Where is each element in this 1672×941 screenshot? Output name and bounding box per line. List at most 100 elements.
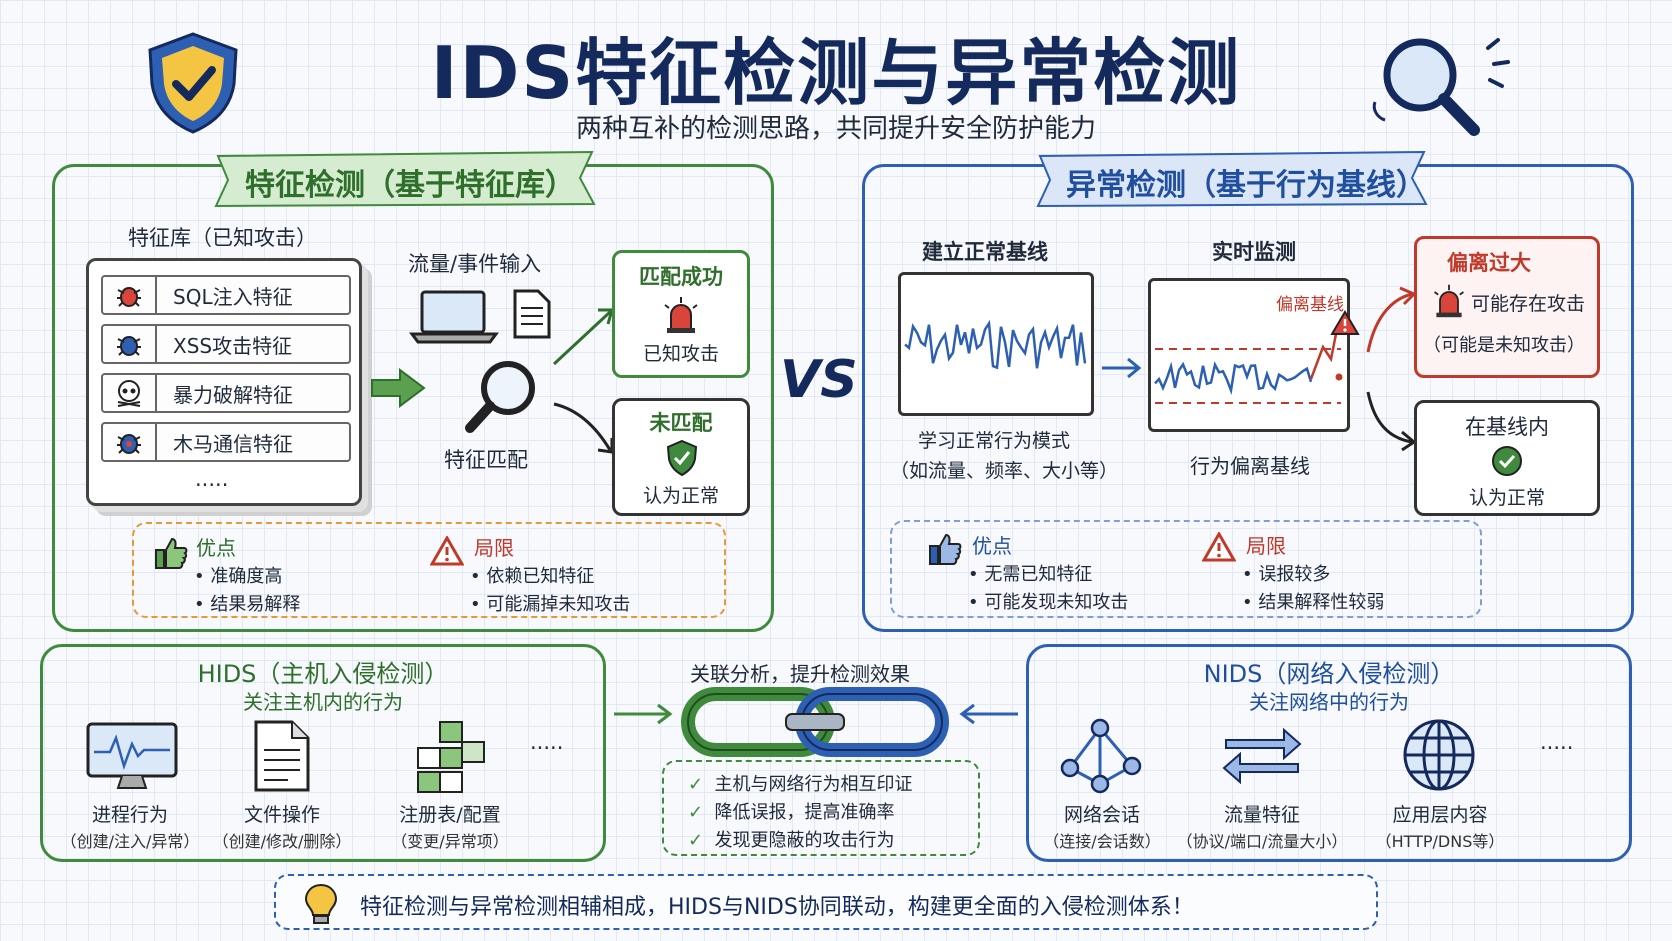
signature-input-label: 流量/事件输入 <box>408 252 542 276</box>
hids-item-label: 注册表/配置 <box>399 804 501 826</box>
baseline-wave <box>904 319 1087 370</box>
signature-db-item: XSS攻击特征 <box>101 324 351 364</box>
monitor-caption: 行为偏离基线 <box>1190 454 1310 478</box>
correlation-point: ✓ 主机与网络行为相互印证 <box>688 774 913 795</box>
branch-arrows <box>1366 286 1417 452</box>
nids-title: NIDS（网络入侵检测） <box>1203 660 1455 688</box>
monitor-wave <box>1154 328 1343 404</box>
monitor-chart <box>1148 278 1350 432</box>
anomaly-cons-title: 局限 <box>1246 534 1286 558</box>
signature-pros-item: • 准确度高 <box>194 566 283 587</box>
network-nodes-icon <box>1060 718 1142 794</box>
hids-item-sub: （变更/异常项） <box>391 832 509 851</box>
branch-arrows <box>552 308 614 454</box>
summary-text: 特征检测与异常检测相辅相成，HIDS与NIDS协同联动，构建更全面的入侵检测体系… <box>360 895 1194 920</box>
hids-item-sub: （创建/注入/异常） <box>60 832 200 851</box>
hids-panel <box>40 644 606 862</box>
anomaly-pros-title: 优点 <box>972 534 1012 558</box>
baseline-chart <box>898 272 1094 416</box>
signature-cons-item: • 依赖已知特征 <box>470 566 595 587</box>
matched-title: 匹配成功 <box>639 265 723 289</box>
baseline-caption2: （如流量、频率、大小等） <box>890 460 1119 482</box>
signature-db-item-label: SQL注入特征 <box>173 284 293 309</box>
normal-text: 认为正常 <box>1468 487 1545 509</box>
hids-item-label: 文件操作 <box>243 804 320 826</box>
signature-db-item-label: 木马通信特征 <box>173 431 293 456</box>
shield-check-icon <box>666 439 698 477</box>
signature-match-label: 特征匹配 <box>444 448 528 472</box>
bug-icon <box>117 287 141 307</box>
anomaly-pros-item: • 无需已知特征 <box>968 564 1093 585</box>
chain-link-icon <box>681 687 949 757</box>
anomaly-title: 异常检测（基于行为基线） <box>1066 168 1426 203</box>
hids-item-sub: （创建/修改/删除） <box>212 832 352 851</box>
normal-box: 在基线内 认为正常 <box>1414 400 1600 516</box>
search-icon <box>465 361 535 433</box>
nids-item-label: 流量特征 <box>1223 804 1300 826</box>
alert-box: 偏离过大 可能存在攻击 （可能是未知攻击） <box>1414 236 1600 378</box>
bug-icon <box>117 336 141 356</box>
correlation-point: ✓ 降低误报，提高准确率 <box>688 802 895 823</box>
baseline-caption1: 学习正常行为模式 <box>918 430 1071 452</box>
nids-item-sub: （协议/端口/流量大小） <box>1176 832 1348 851</box>
normal-title: 在基线内 <box>1465 415 1549 439</box>
signature-ribbon <box>214 150 596 208</box>
matched-box: 匹配成功 已知攻击 <box>612 250 750 378</box>
hids-item-label: 进程行为 <box>91 804 168 826</box>
warning-icon <box>430 536 464 566</box>
nids-subtitle: 关注网络中的行为 <box>1249 690 1409 714</box>
page-title: IDS特征检测与异常检测 <box>430 31 1242 115</box>
alert-title: 偏离过大 <box>1447 251 1531 275</box>
anomaly-ribbon <box>1036 150 1428 208</box>
siren-icon <box>664 297 698 333</box>
globe-icon <box>1403 719 1475 791</box>
signature-db-item-label: XSS攻击特征 <box>173 333 293 358</box>
unmatched-box: 未匹配 认为正常 <box>612 398 750 516</box>
signature-db: SQL注入特征 XSS攻击特征 暴力破解特征 木马通信特征 ..... <box>86 258 362 506</box>
nids-item-label: 应用层内容 <box>1392 804 1488 826</box>
signature-db-item: SQL注入特征 <box>101 275 351 315</box>
anomaly-cons-item: • 误报较多 <box>1242 564 1331 585</box>
hids-more: ..... <box>530 730 564 754</box>
correlation-title: 关联分析，提升检测效果 <box>690 662 910 686</box>
matched-text: 已知攻击 <box>642 343 719 365</box>
unmatched-title: 未匹配 <box>649 411 713 435</box>
transfer-arrows-icon <box>1222 727 1302 785</box>
signature-cons-title: 局限 <box>474 536 514 560</box>
monitor-title: 实时监测 <box>1212 240 1296 264</box>
nids-item-sub: （连接/会话数） <box>1043 832 1161 851</box>
shield-check-icon <box>148 32 238 134</box>
correlation-points: ✓ 主机与网络行为相互印证 ✓ 降低误报，提高准确率 ✓ 发现更隐蔽的攻击行为 <box>662 760 980 856</box>
thumbs-up-icon <box>929 533 962 565</box>
arrow-right-icon <box>371 368 426 408</box>
anomaly-pros-item: • 可能发现未知攻击 <box>968 592 1129 613</box>
signature-pros-title: 优点 <box>196 536 236 560</box>
correlation-point: ✓ 发现更隐蔽的攻击行为 <box>688 830 895 851</box>
nids-panel <box>1026 644 1632 862</box>
bug-icon <box>117 434 141 454</box>
arrow-right-icon <box>1102 357 1142 379</box>
alert-text: 可能存在攻击 <box>1471 293 1586 315</box>
nids-more: ..... <box>1540 730 1574 754</box>
signature-proscons: 优点 • 准确度高 • 结果易解释 局限 • 依赖已知特征 • 可能漏掉未知攻击 <box>132 522 726 618</box>
deviation-spike <box>1309 328 1339 380</box>
hids-title: HIDS（主机入侵检测） <box>197 660 449 688</box>
signature-pros-item: • 结果易解释 <box>194 594 301 615</box>
nids-item-sub: （HTTP/DNS等） <box>1375 832 1505 851</box>
signature-db-title: 特征库（已知攻击） <box>128 226 317 250</box>
signature-db-item-label: 暴力破解特征 <box>173 382 293 407</box>
laptop-icon <box>409 290 499 344</box>
alert-sub: （可能是未知攻击） <box>1423 335 1585 356</box>
signature-title: 特征检测（基于特征库） <box>245 168 575 203</box>
signature-db-item: 木马通信特征 <box>101 422 351 462</box>
skull-icon <box>117 380 141 407</box>
file-icon <box>254 720 310 792</box>
arrow-right-icon <box>614 703 673 725</box>
registry-icon <box>417 721 485 793</box>
hids-subtitle: 关注主机内的行为 <box>243 690 403 714</box>
summary-bar: 特征检测与异常检测相辅相成，HIDS与NIDS协同联动，构建更全面的入侵检测体系… <box>274 874 1378 930</box>
monitor-icon <box>86 722 178 789</box>
magnifier-icon <box>1372 38 1510 136</box>
siren-icon <box>1434 284 1464 318</box>
warning-icon <box>1330 310 1360 335</box>
